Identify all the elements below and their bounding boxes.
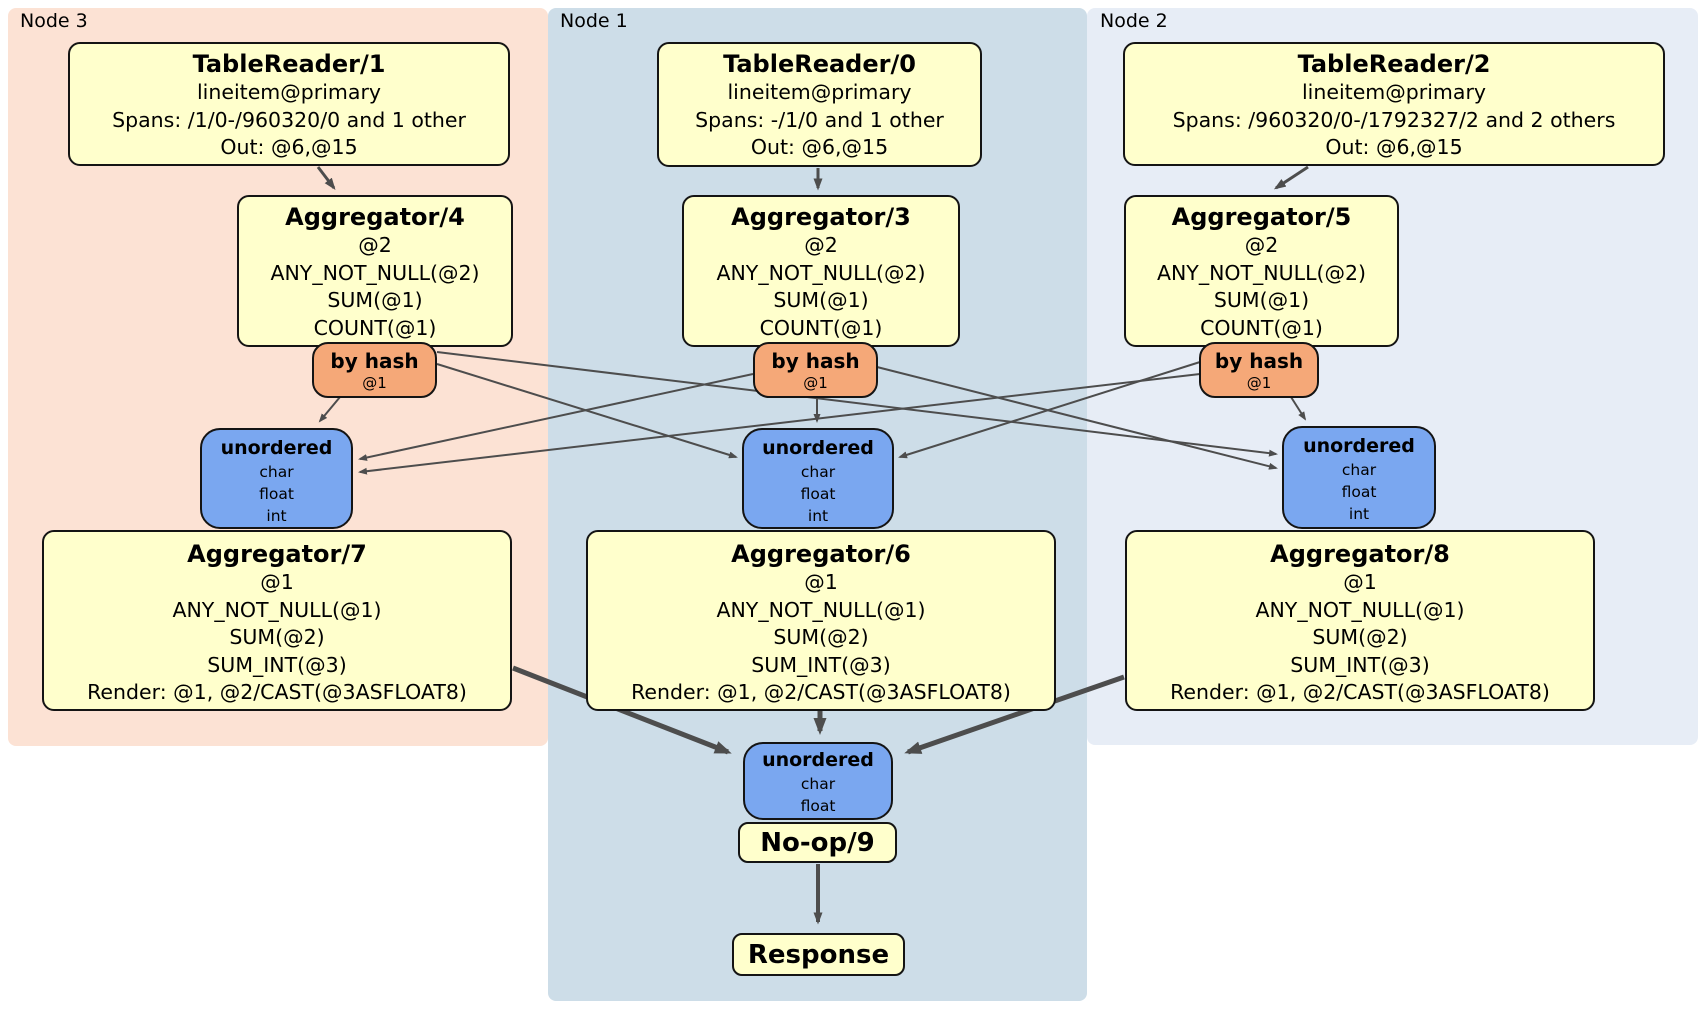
stream-title: unordered — [762, 437, 874, 459]
processor-title: Response — [747, 939, 890, 970]
stream-type: char — [800, 463, 836, 481]
stream-type: float — [800, 797, 836, 815]
processor-title: Aggregator/8 — [1270, 540, 1450, 568]
processor-title: No-op/9 — [760, 827, 875, 858]
tablereader-1-box: TableReader/1 lineitem@primary Spans: /1… — [68, 42, 510, 166]
edge-hash3-stream2 — [436, 351, 1278, 457]
final-unordered-stream: unordered char float — [743, 742, 893, 820]
processor-detail: SUM(@1) — [773, 288, 869, 312]
stream-title: unordered — [220, 437, 333, 459]
edge-hash3-stream3 — [318, 396, 341, 423]
processor-detail: ANY_NOT_NULL(@1) — [172, 597, 382, 622]
aggregator-6-box: Aggregator/6 @1 ANY_NOT_NULL(@1) SUM(@2)… — [586, 530, 1056, 711]
processor-detail: Render: @1, @2/CAST(@3ASFLOAT8) — [1170, 680, 1550, 704]
stream-title: unordered — [1303, 435, 1415, 457]
noop-9-box: No-op/9 — [738, 822, 897, 863]
processor-detail: Spans: /1/0-/960320/0 and 1 other — [112, 107, 466, 132]
processor-detail: SUM(@2) — [773, 625, 869, 649]
processor-detail: SUM(@2) — [1312, 625, 1408, 649]
processor-title: TableReader/1 — [192, 50, 386, 78]
aggregator-8-box: Aggregator/8 @1 ANY_NOT_NULL(@1) SUM(@2)… — [1125, 530, 1595, 711]
router-title: by hash — [771, 349, 860, 373]
router-key: @1 — [1246, 374, 1272, 392]
processor-detail: ANY_NOT_NULL(@1) — [716, 597, 926, 622]
processor-detail: Out: @6,@15 — [1325, 135, 1463, 159]
processor-detail: Spans: /960320/0-/1792327/2 and 2 others — [1172, 107, 1616, 132]
stream-type: int — [1348, 505, 1370, 523]
node3-unordered-stream: unordered char float int — [200, 428, 353, 529]
processor-title: Aggregator/7 — [187, 540, 367, 568]
processor-title: Aggregator/3 — [731, 203, 911, 231]
edge-hash1-stream2 — [876, 366, 1278, 470]
processor-detail: SUM(@1) — [1213, 288, 1310, 312]
processor-title: Aggregator/6 — [731, 540, 911, 568]
processor-title: Aggregator/4 — [285, 203, 465, 231]
processor-detail: @1 — [1343, 570, 1377, 594]
processor-detail: SUM_INT(@3) — [207, 652, 347, 677]
router-title: by hash — [330, 349, 419, 373]
processor-detail: Out: @6,@15 — [750, 135, 889, 159]
node2-unordered-stream: unordered char float int — [1282, 426, 1436, 529]
processor-title: TableReader/2 — [1297, 50, 1491, 78]
response-box: Response — [732, 933, 905, 976]
processor-detail: ANY_NOT_NULL(@2) — [270, 260, 480, 285]
tablereader-2-box: TableReader/2 lineitem@primary Spans: /9… — [1123, 42, 1665, 166]
aggregator-7-box: Aggregator/7 @1 ANY_NOT_NULL(@1) SUM(@2)… — [42, 530, 512, 711]
stream-type: float — [259, 485, 294, 503]
processor-title: Aggregator/5 — [1171, 203, 1352, 231]
aggregator-4-box: Aggregator/4 @2 ANY_NOT_NULL(@2) SUM(@1)… — [237, 195, 513, 347]
processor-detail: ANY_NOT_NULL(@2) — [1156, 260, 1367, 285]
stream-type: int — [266, 507, 287, 525]
stream-title: unordered — [762, 749, 874, 771]
stream-type: int — [807, 507, 829, 525]
processor-detail: SUM_INT(@3) — [751, 652, 891, 677]
node3-label: Node 3 — [20, 10, 88, 32]
tablereader-0-box: TableReader/0 lineitem@primary Spans: -/… — [657, 42, 982, 167]
processor-detail: Render: @1, @2/CAST(@3ASFLOAT8) — [631, 680, 1011, 704]
stream-type: float — [1341, 483, 1377, 501]
node2-label: Node 2 — [1100, 10, 1168, 32]
edge-agg8-final-stream — [904, 674, 1125, 755]
edge-hash2-stream3 — [358, 373, 1201, 475]
processor-detail: lineitem@primary — [1301, 80, 1487, 104]
edge-tr1-agg4 — [316, 166, 336, 190]
aggregator-5-box: Aggregator/5 @2 ANY_NOT_NULL(@2) SUM(@1)… — [1124, 195, 1399, 347]
processor-title: TableReader/0 — [723, 50, 916, 78]
edge-tr2-agg5 — [1273, 165, 1309, 190]
processor-detail: Render: @1, @2/CAST(@3ASFLOAT8) — [87, 680, 467, 704]
processor-detail: @2 — [358, 233, 392, 257]
stream-type: char — [259, 463, 294, 481]
processor-detail: Spans: -/1/0 and 1 other — [695, 107, 944, 132]
node3-hash-router: by hash @1 — [312, 342, 437, 398]
node1-hash-router: by hash @1 — [753, 342, 878, 398]
router-key: @1 — [362, 374, 387, 392]
aggregator-3-box: Aggregator/3 @2 ANY_NOT_NULL(@2) SUM(@1)… — [682, 195, 960, 347]
stream-type: float — [800, 485, 836, 503]
processor-detail: lineitem@primary — [196, 80, 382, 104]
processor-detail: COUNT(@1) — [313, 315, 437, 340]
edge-hash1-stream3 — [358, 373, 754, 461]
processor-detail: ANY_NOT_NULL(@1) — [1255, 597, 1465, 622]
node2-hash-router: by hash @1 — [1199, 342, 1319, 398]
edge-hash2-stream2 — [1290, 396, 1307, 421]
processor-detail: @1 — [804, 570, 838, 594]
processor-detail: SUM(@1) — [327, 288, 423, 312]
processor-detail: COUNT(@1) — [1200, 315, 1323, 340]
processor-detail: Out: @6,@15 — [220, 135, 358, 159]
processor-detail: COUNT(@1) — [759, 315, 883, 340]
node1-label: Node 1 — [560, 10, 628, 32]
stream-type: char — [1341, 461, 1377, 479]
processor-detail: @1 — [260, 570, 294, 594]
processor-detail: SUM_INT(@3) — [1290, 652, 1430, 677]
node1-unordered-stream: unordered char float int — [742, 428, 894, 529]
router-title: by hash — [1214, 349, 1304, 373]
processor-detail: lineitem@primary — [727, 80, 912, 104]
stream-type: char — [800, 775, 836, 793]
edge-hash2-stream1 — [898, 361, 1201, 459]
processor-detail: @2 — [1244, 233, 1279, 257]
processor-detail: @2 — [804, 233, 838, 257]
processor-detail: SUM(@2) — [229, 625, 325, 649]
router-key: @1 — [803, 374, 828, 392]
processor-detail: ANY_NOT_NULL(@2) — [716, 260, 926, 285]
